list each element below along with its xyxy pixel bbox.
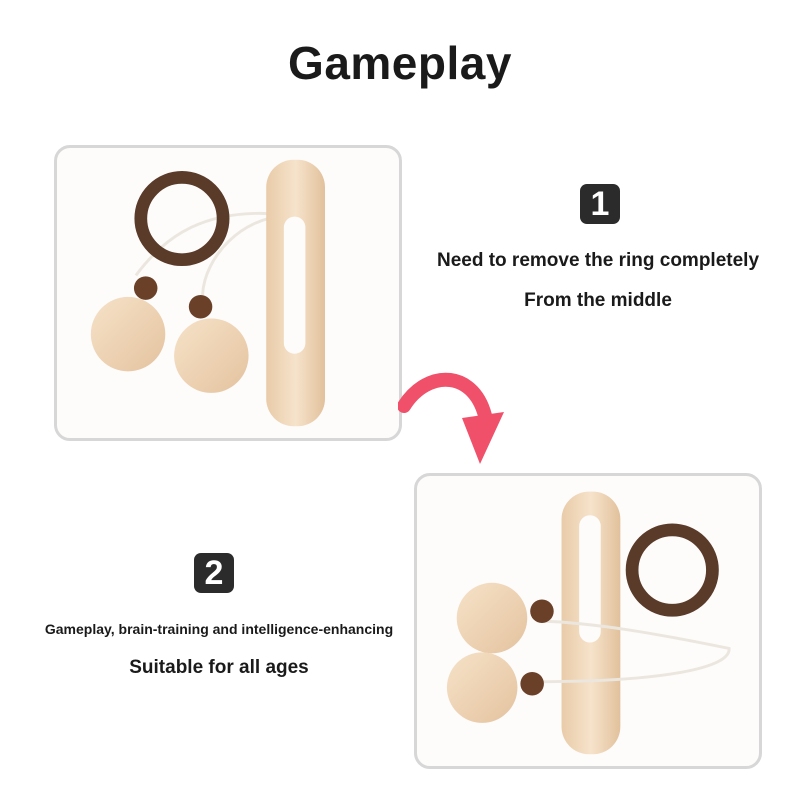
step-2-badge: 2 (194, 553, 234, 593)
step-1-instruction: Need to remove the ring completely (436, 250, 760, 271)
step-1-photo (54, 145, 402, 441)
step-1-detail: From the middle (524, 290, 672, 311)
step-2-photo (414, 473, 762, 769)
puzzle-solved-image (446, 491, 731, 755)
step-2-detail: Suitable for all ages (129, 657, 309, 678)
step-2-instruction: Gameplay, brain-training and intelligenc… (44, 621, 394, 637)
curved-arrow-icon (398, 372, 504, 464)
puzzle-assembled-image (90, 159, 325, 427)
page-title: Gameplay (288, 37, 512, 89)
step-1-badge: 1 (580, 184, 620, 224)
